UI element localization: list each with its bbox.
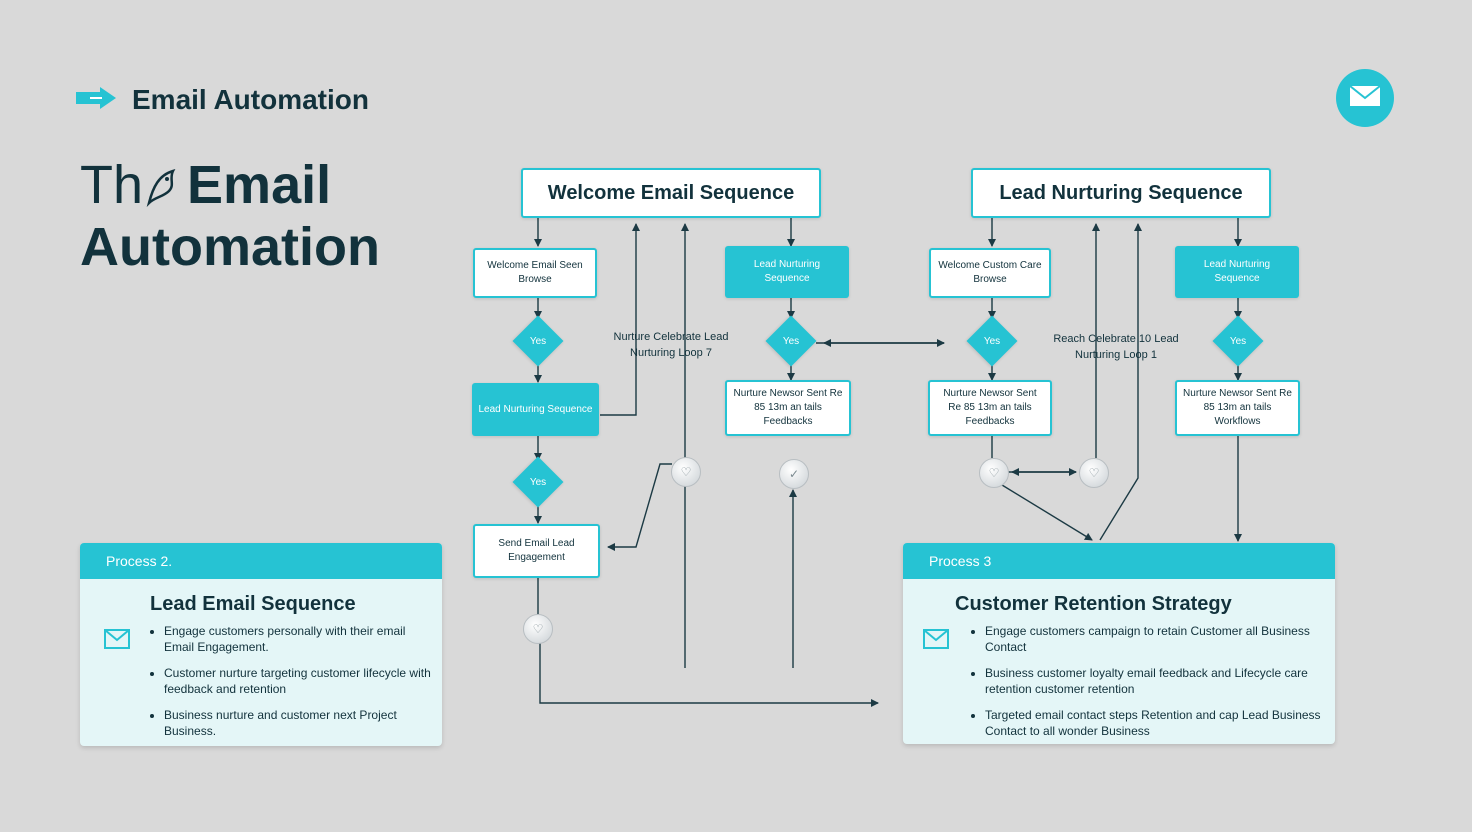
- loop-label-left: Nurture Celebrate Lead Nurturing Loop 7: [613, 331, 729, 359]
- list-item: Engage customers campaign to retain Cust…: [985, 623, 1325, 655]
- decision-diamond[interactable]: Yes: [1212, 315, 1264, 367]
- title-word: Email: [187, 155, 332, 215]
- list-item: Business customer loyalty email feedback…: [985, 665, 1325, 697]
- panel-title: Customer Retention Strategy: [955, 593, 1232, 615]
- nurture-node-1[interactable]: Nurture Newsor Sent Re 85 13m an tails F…: [725, 380, 851, 436]
- welcome-sequence-header[interactable]: Welcome Email Sequence: [521, 168, 821, 218]
- loop-label-right: Reach Celebrate 10 Lead Nurturing Loop 1: [1053, 333, 1179, 361]
- envelope-icon: [1349, 84, 1381, 112]
- panel-bullets: Engage customers personally with their e…: [148, 623, 434, 746]
- envelope-icon: [923, 629, 949, 654]
- list-item: Customer nurture targeting customer life…: [164, 665, 434, 697]
- panel-title: Lead Email Sequence: [150, 593, 356, 615]
- decision-diamond[interactable]: Yes: [512, 456, 564, 508]
- heart-icon[interactable]: ♡: [523, 614, 553, 644]
- brand: Email Automation: [76, 84, 369, 116]
- panel-tag: Process 3: [903, 543, 1335, 579]
- title-line-2: Automation: [80, 216, 380, 277]
- page-title: Th Email Automation: [80, 156, 440, 276]
- lead-nurturing-node[interactable]: Lead Nurturing Sequence: [472, 383, 599, 436]
- brand-title: Email Automation: [132, 84, 369, 115]
- title-prefix: Th: [80, 155, 144, 215]
- envelope-icon: [104, 629, 130, 654]
- panel-tag: Process 2.: [80, 543, 442, 579]
- lead-nurturing-node-right[interactable]: Lead Nurturing Sequence: [1175, 246, 1299, 298]
- mail-button[interactable]: [1336, 69, 1394, 127]
- nurture-node-3[interactable]: Nurture Newsor Sent Re 85 13m an tails W…: [1175, 380, 1300, 436]
- lead-nurturing-node-top[interactable]: Lead Nurturing Sequence: [725, 246, 849, 298]
- arrow-right-icon: [76, 86, 118, 114]
- welcome-custom-node[interactable]: Welcome Custom Care Browse: [929, 248, 1051, 298]
- process-panel-left: Process 2. Lead Email Sequence Engage cu…: [80, 543, 442, 746]
- process-panel-right: Process 3 Customer Retention Strategy En…: [903, 543, 1335, 744]
- panel-bullets: Engage customers campaign to retain Cust…: [969, 623, 1325, 744]
- nurture-sequence-header[interactable]: Lead Nurturing Sequence: [971, 168, 1271, 218]
- nurture-node-2[interactable]: Nurture Newsor Sent Re 85 13m an tails F…: [928, 380, 1052, 436]
- list-item: Business nurture and customer next Proje…: [164, 707, 434, 739]
- heart-icon[interactable]: ♡: [979, 458, 1009, 488]
- decision-diamond[interactable]: Yes: [512, 315, 564, 367]
- list-item: Engage customers personally with their e…: [164, 623, 434, 655]
- heart-icon[interactable]: ♡: [1079, 458, 1109, 488]
- welcome-email-node[interactable]: Welcome Email Seen Browse: [473, 248, 597, 298]
- decision-diamond[interactable]: Yes: [765, 315, 817, 367]
- heart-icon[interactable]: ♡: [671, 457, 701, 487]
- list-item: Targeted email contact steps Retention a…: [985, 707, 1325, 739]
- check-icon[interactable]: ✓: [779, 459, 809, 489]
- decision-diamond[interactable]: Yes: [966, 315, 1018, 367]
- bird-icon: [145, 160, 179, 218]
- send-email-node[interactable]: Send Email Lead Engagement: [473, 524, 600, 578]
